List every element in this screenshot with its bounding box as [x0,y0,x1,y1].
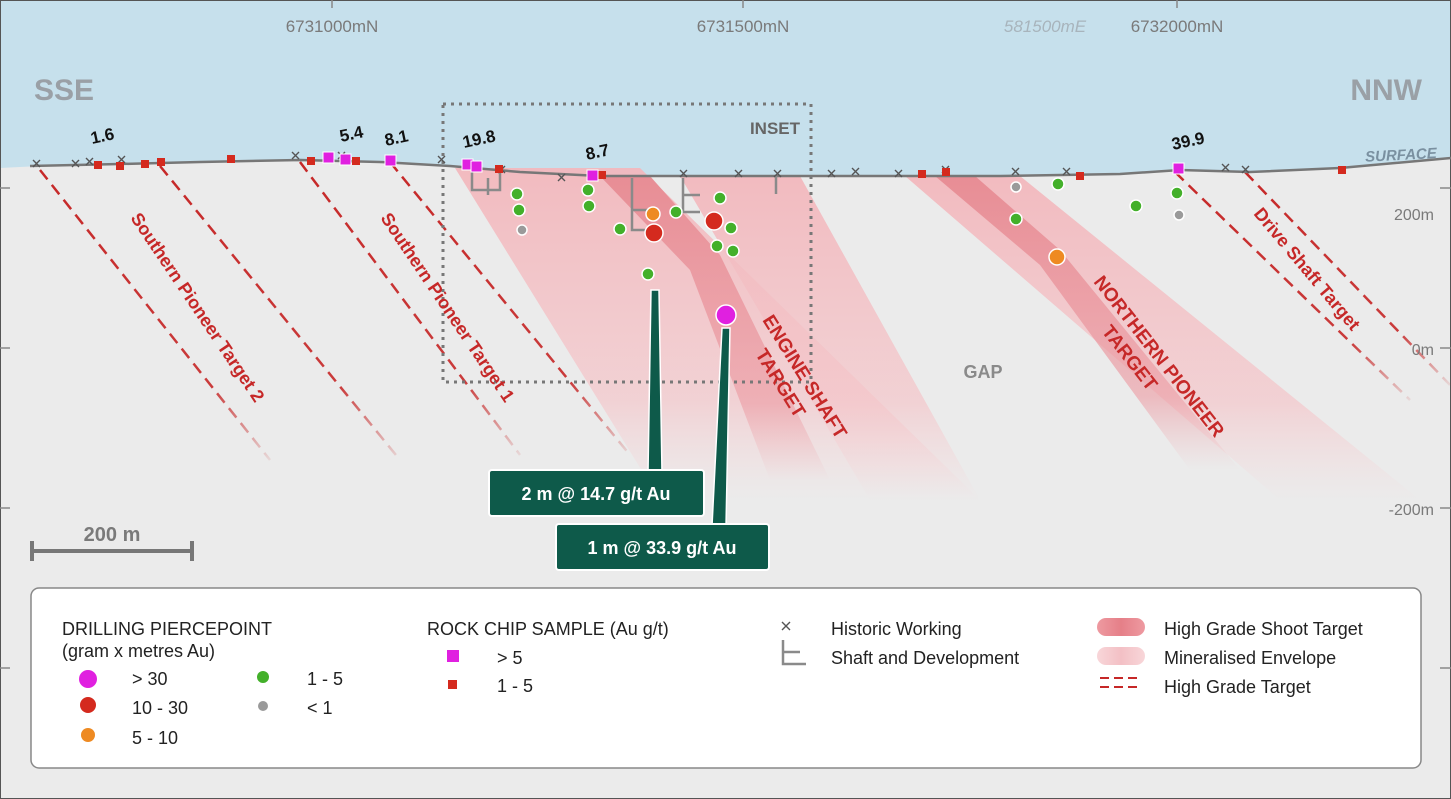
legend-drilling-subtitle: (gram x metres Au) [62,641,215,661]
elevation-label-200: 200m [1394,207,1434,224]
legend-shaft-development: Shaft and Development [831,648,1019,668]
legend-drill-1-5: 1 - 5 [307,669,343,689]
rock-chip-1-5 [94,155,1346,180]
svg-text:1 m @ 33.9 g/t Au: 1 m @ 33.9 g/t Au [588,538,737,558]
surface-label: SURFACE [1365,145,1438,166]
legend-drill-5-10: 5 - 10 [132,728,178,748]
rock-chip-gt5 [322,151,1185,182]
legend-box [30,587,1422,769]
drill-points-10-30 [644,211,724,243]
target-line-sp2-a [39,169,271,461]
target-line-sp1-b [389,161,631,456]
orientation-sse: SSE [34,74,94,107]
elevation-label-minus200: -200m [1389,502,1434,519]
inset-label: INSET [750,119,801,138]
legend-high-grade-shoot: High Grade Shoot Target [1164,619,1363,639]
northing-ticks [331,0,1178,8]
callout-leader-1 [647,289,663,474]
sky-area [0,0,1451,176]
legend-historic-working: Historic Working [831,619,962,639]
legend: DRILLING PIERCEPOINT (gram x metres Au) … [30,587,1422,769]
drill-points-1-5 [510,177,1184,281]
callout-2: 1 m @ 33.9 g/t Au [555,523,770,571]
northing-label-1: 6731000mN [286,17,379,36]
northing-label-2: 6731500mN [697,17,790,36]
drill-points-lt1 [516,181,1185,236]
value-label-3: 8.1 [383,126,410,149]
legend-drill-gt30: > 30 [132,669,168,689]
surface-line [29,156,1451,178]
target-line-sp2-b [159,165,401,461]
high-grade-shoot-northern [935,176,1240,470]
elevation-label-0: 0m [1412,342,1434,359]
value-label-5: 8.7 [584,140,611,163]
drill-points-gt30 [715,304,737,326]
scale-bar: 200 m [30,524,194,561]
target-line-drive-a [1174,171,1411,401]
legend-drill-lt1: < 1 [307,698,333,718]
northing-label-3: 6732000mN [1131,17,1224,36]
legend-rock-gt5: > 5 [497,648,523,668]
legend-rock-title: ROCK CHIP SAMPLE (Au g/t) [427,619,669,639]
shaft-3 [681,178,700,214]
orientation-nnw: NNW [1350,74,1422,107]
legend-high-grade-target: High Grade Target [1164,677,1311,697]
target-line-drive-b [1244,171,1451,386]
shaft-1 [470,172,502,195]
inset-box [441,102,813,384]
svg-text:2 m @ 14.7 g/t Au: 2 m @ 14.7 g/t Au [522,484,671,504]
legend-drilling-title: DRILLING PIERCEPOINT [62,619,272,639]
value-label-1: 1.6 [89,124,116,147]
gap-label: GAP [963,362,1002,382]
target-line-sp1-a [299,161,521,456]
callout-1: 2 m @ 14.7 g/t Au [488,469,705,517]
mineralised-envelope-engine-2 [680,176,980,500]
scale-label: 200 m [84,524,141,546]
high-grade-shoot-engine [600,176,830,480]
legend-drill-10-30: 10 - 30 [132,698,188,718]
easting-label: 581500mE [1004,17,1087,36]
elevation-ticks [0,187,1451,669]
value-label-2: 5.4 [338,122,366,146]
drill-points-5-10 [645,206,1066,266]
legend-mineralised-envelope: Mineralised Envelope [1164,648,1336,668]
legend-rock-1-5: 1 - 5 [497,676,533,696]
high-grade-target-lines [39,161,1451,461]
